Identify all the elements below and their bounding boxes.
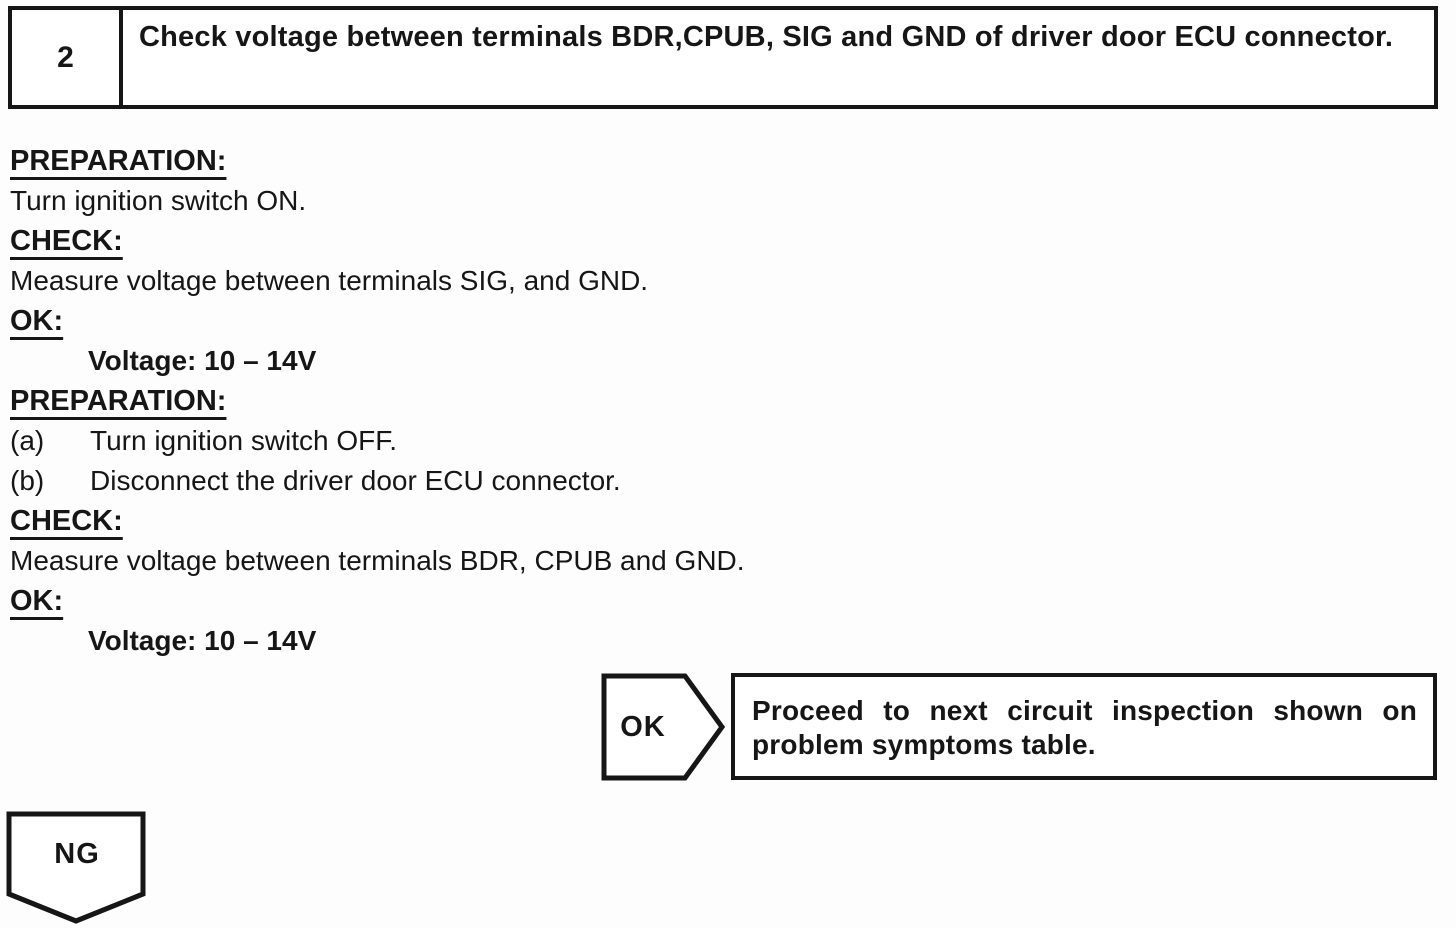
list-marker-b: (b) [10, 465, 45, 496]
check-step-1: Measure voltage between terminals SIG, a… [10, 265, 649, 296]
ng-connector-shape: NG [6, 811, 148, 925]
preparation-heading-1: PREPARATION: [10, 145, 227, 177]
ok-branch-label: OK [620, 710, 666, 743]
ok-action-box: Proceed to next circuit inspection shown… [731, 673, 1437, 780]
step-header-box: 2 Check voltage between terminals BDR,CP… [8, 6, 1438, 109]
ng-branch-label: NG [54, 837, 100, 870]
ok-action-line-1: Proceed to next circuit inspection shown… [752, 695, 1417, 726]
list-text-a: Turn ignition switch OFF. [90, 425, 398, 456]
check-heading-2: CHECK: [10, 505, 123, 537]
ok-heading-2: OK: [10, 585, 64, 617]
ok-spec-2: Voltage: 10 – 14V [88, 625, 317, 656]
procedure-text: PREPARATION: Turn ignition switch ON. CH… [10, 141, 1410, 661]
preparation-step-2a: (a) Turn ignition switch OFF. [10, 421, 1410, 461]
ok-action-line-2: problem symptoms table. [752, 729, 1096, 760]
step-title: Check voltage between terminals BDR,CPUB… [139, 21, 1394, 53]
preparation-step-2b: (b) Disconnect the driver door ECU connec… [10, 461, 1410, 501]
list-text-b: Disconnect the driver door ECU connector… [90, 465, 621, 496]
check-step-2: Measure voltage between terminals BDR, C… [10, 545, 745, 576]
ok-connector-arrow: OK [601, 673, 725, 781]
step-number: 2 [12, 10, 123, 105]
preparation-heading-2: PREPARATION: [10, 385, 227, 417]
list-marker-a: (a) [10, 425, 45, 456]
ok-heading-1: OK: [10, 305, 64, 337]
ok-spec-1: Voltage: 10 – 14V [88, 345, 317, 376]
check-heading-1: CHECK: [10, 225, 123, 257]
ng-pentagon-shape-icon [6, 811, 146, 924]
ok-arrow-shape-icon [601, 673, 725, 781]
preparation-step-1: Turn ignition switch ON. [10, 185, 307, 216]
